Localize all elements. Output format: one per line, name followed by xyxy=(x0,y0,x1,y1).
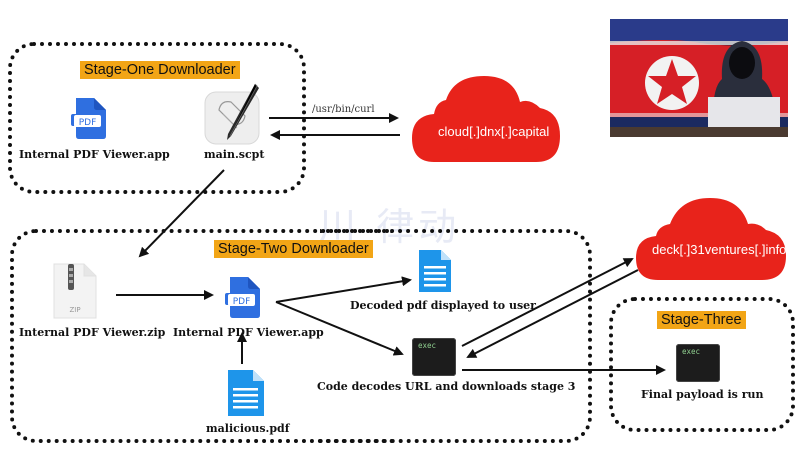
arrow-app-to-decoded xyxy=(275,276,412,303)
script-editor-icon xyxy=(203,82,263,146)
exec-stage2-label: Code decodes URL and downloads stage 3 xyxy=(317,380,576,393)
zip-file-icon: ZIP xyxy=(52,262,98,320)
malicious-pdf-label: malicious.pdf xyxy=(206,422,290,435)
arrow-exec-to-cloud2 xyxy=(461,258,634,347)
terminal-icon-stage3: exec xyxy=(676,344,720,382)
stage-two-box-right xyxy=(320,229,592,443)
cloud-domain-2: deck[.]31ventures[.]info xyxy=(652,242,787,257)
zip-label: Internal PDF Viewer.zip xyxy=(19,326,166,339)
cloud-domain-1: cloud[.]dnx[.]capital xyxy=(438,124,550,139)
stage-one-title: Stage-One Downloader xyxy=(80,61,240,79)
exec-badge: exec xyxy=(418,341,437,350)
exec-stage3-label: Final payload is run xyxy=(641,388,764,401)
stage-two-box xyxy=(10,229,392,443)
curl-edge-label: /usr/bin/curl xyxy=(312,104,375,115)
pdf-viewer-app-label-stage2: Internal PDF Viewer.app xyxy=(173,326,324,339)
malicious-document-icon xyxy=(226,368,266,418)
cloud-icon-2 xyxy=(636,196,786,282)
cloud-icon xyxy=(412,72,560,164)
decoded-pdf-label: Decoded pdf displayed to user xyxy=(350,299,536,312)
main-scpt-label: main.scpt xyxy=(204,148,265,161)
arrow-scpt-to-zip xyxy=(138,169,225,258)
arrow-app-to-exec xyxy=(275,301,404,356)
pdf-badge-text: PDF xyxy=(79,118,97,128)
pdf-app-icon-stage2: PDF xyxy=(224,275,262,319)
stage-three-title: Stage-Three xyxy=(657,311,746,329)
decoded-document-icon xyxy=(417,248,453,294)
threat-actor-photo xyxy=(610,19,788,137)
stage-two-title: Stage-Two Downloader xyxy=(214,240,373,258)
pdf-app-icon: PDF xyxy=(70,96,108,140)
exec-badge-stage3: exec xyxy=(682,347,701,356)
pdf-badge-text-2: PDF xyxy=(233,297,251,307)
arrow-cloud2-to-exec xyxy=(466,269,639,358)
terminal-icon: exec xyxy=(412,338,456,376)
pdf-viewer-app-label-stage1: Internal PDF Viewer.app xyxy=(19,148,170,161)
stage-three-box xyxy=(609,297,795,432)
zip-badge-text: ZIP xyxy=(69,306,80,314)
